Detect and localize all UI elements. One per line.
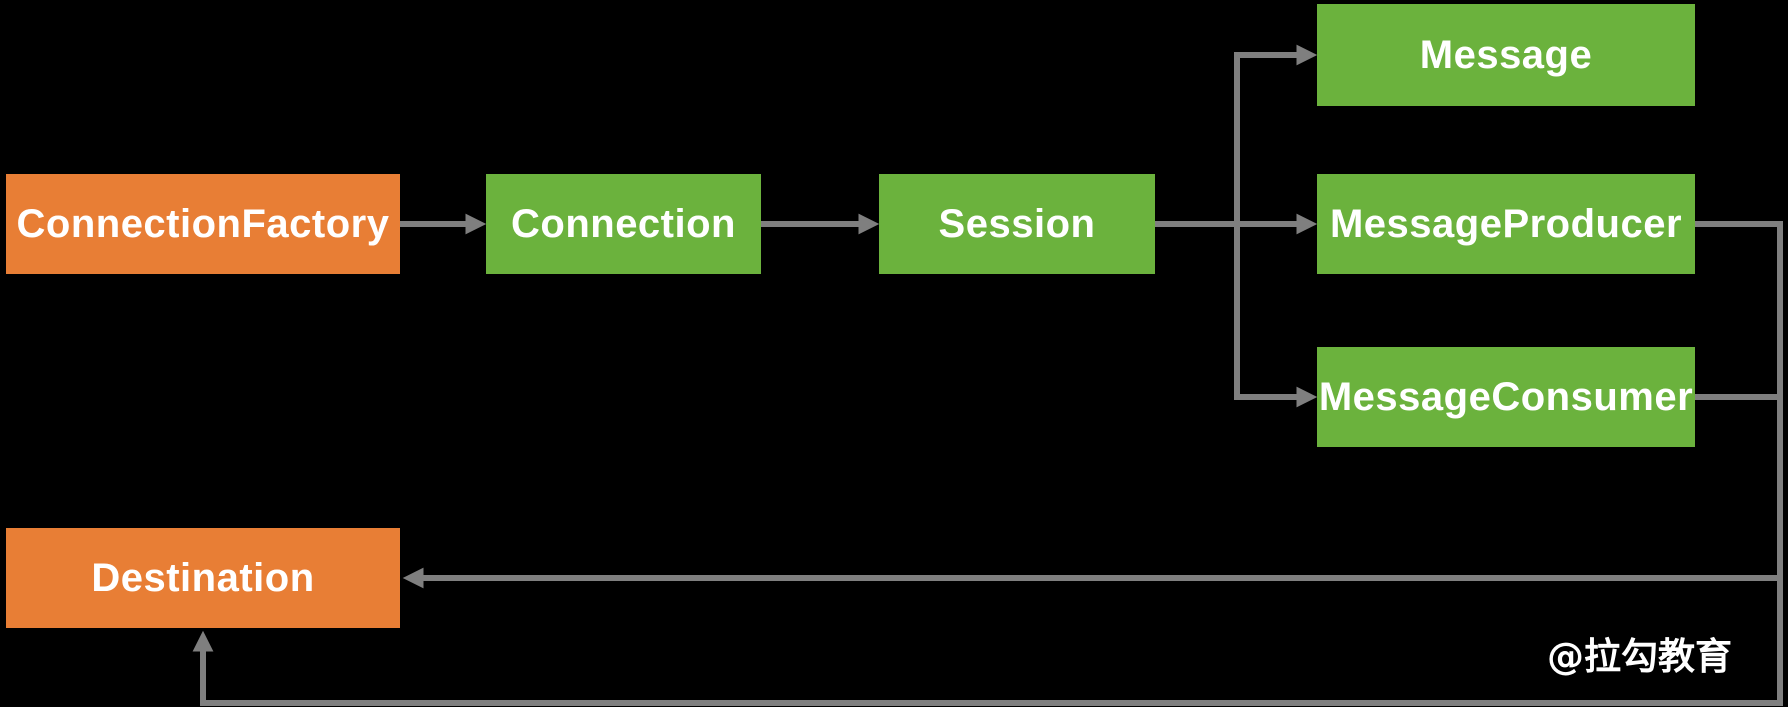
node-connection-label: Connection — [511, 201, 736, 246]
node-connection: Connection — [486, 174, 761, 274]
node-connection-factory-label: ConnectionFactory — [16, 201, 390, 246]
node-message-producer-label: MessageProducer — [1329, 201, 1683, 246]
node-message: Message — [1317, 4, 1695, 106]
node-message-producer: MessageProducer — [1317, 174, 1695, 274]
edge-messageproducer-destination-bottom — [192, 221, 1783, 706]
node-message-consumer: MessageConsumer — [1317, 347, 1695, 447]
node-destination-label: Destination — [91, 555, 315, 600]
node-destination: Destination — [6, 528, 400, 628]
watermark-text: @拉勾教育 — [1547, 635, 1732, 678]
node-connection-factory: ConnectionFactory — [6, 174, 400, 274]
node-session-label: Session — [938, 201, 1096, 246]
node-message-consumer-label: MessageConsumer — [1318, 374, 1694, 419]
node-message-label: Message — [1419, 32, 1593, 77]
node-session: Session — [879, 174, 1155, 274]
